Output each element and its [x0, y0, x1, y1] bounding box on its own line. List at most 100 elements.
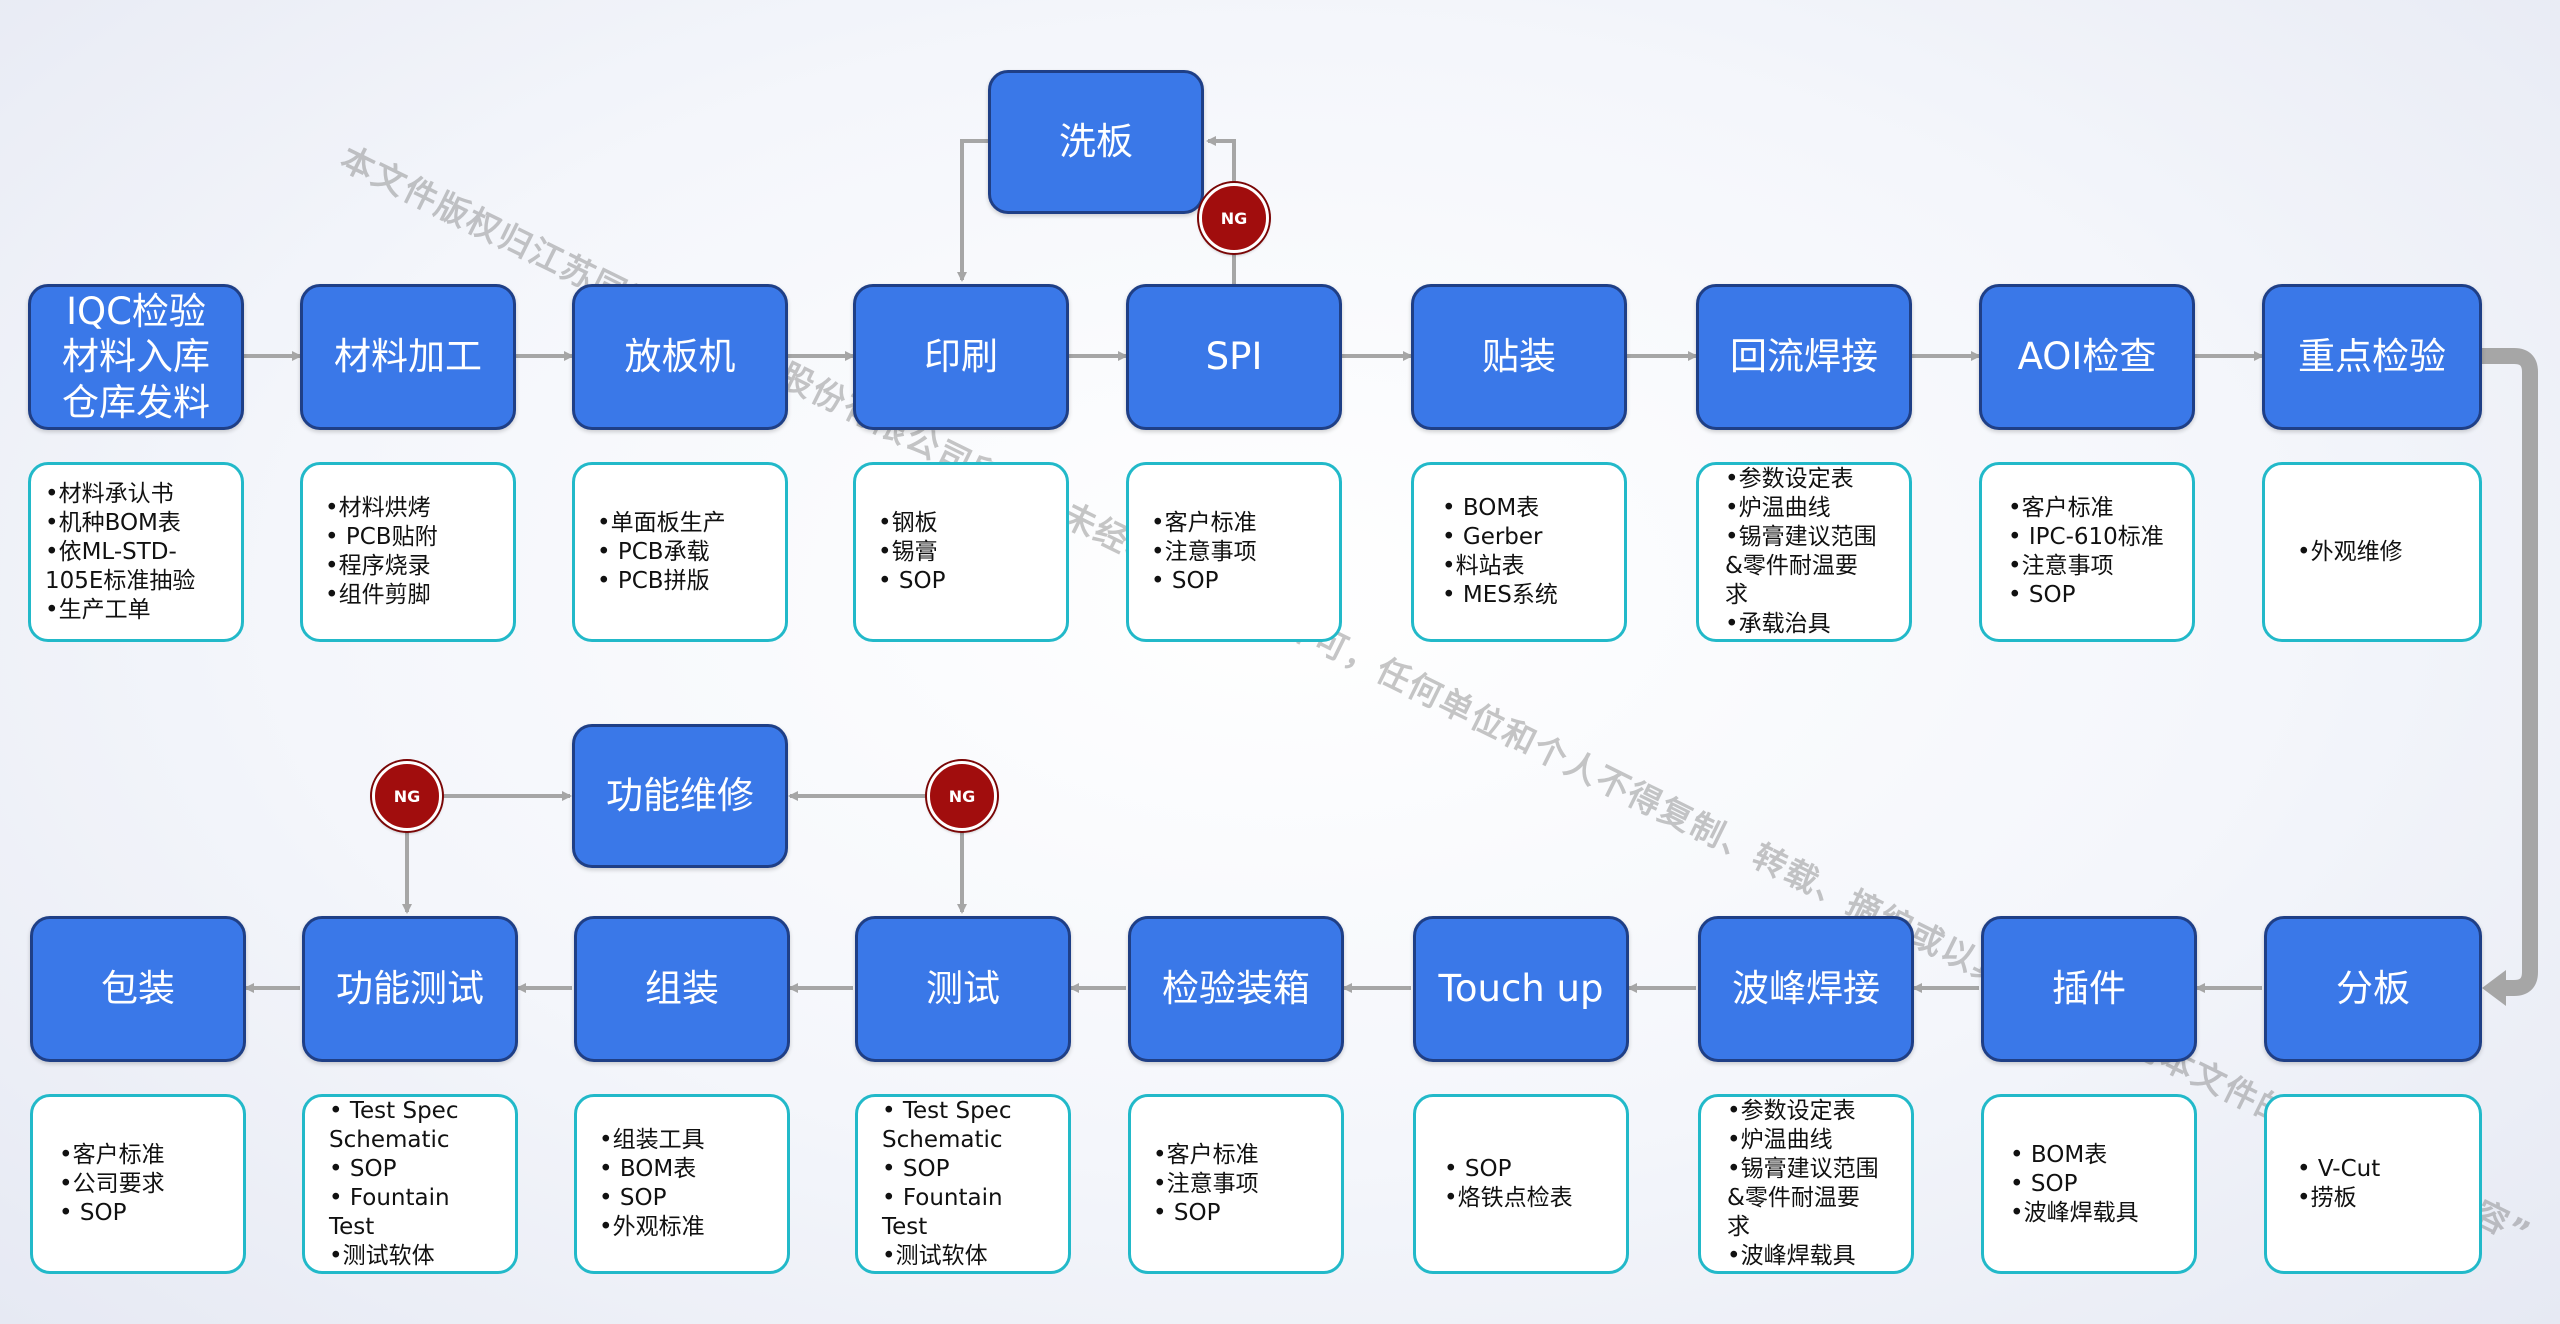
note-item: •波峰焊载具: [1727, 1243, 1856, 1269]
note-item: • SOP: [59, 1199, 127, 1226]
note-item: •锡膏建议范围 &零件耐温要 求: [1725, 524, 1877, 608]
note-item: •烙铁点检表: [1444, 1185, 1573, 1211]
note-item: •客户标准: [1153, 1141, 1259, 1168]
notes-iqc-inspection: •材料承认书 •机种BOM表 •依ML-STD- 105E标准抽验 •生产工单: [28, 462, 244, 642]
step-depaneling: 分板: [2264, 916, 2482, 1062]
step-key-inspection: 重点检验: [2262, 284, 2482, 430]
step-inspection-packing: 检验装箱: [1128, 916, 1344, 1062]
notes-printing: •钢板 •锡膏 • SOP: [853, 462, 1069, 642]
note-item: •程序烧录: [325, 553, 431, 579]
note-item: •测试软体: [882, 1243, 988, 1269]
note-item: • Test Spec Schematic: [329, 1098, 459, 1153]
note-item: •材料烘烤: [325, 495, 431, 521]
note-item: •组装工具: [599, 1127, 705, 1153]
note-item: • PCB拼版: [597, 567, 710, 594]
note-item: •组件剪脚: [325, 582, 431, 608]
note-item: •参数设定表: [1725, 466, 1854, 492]
note-item: •料站表: [1442, 553, 1525, 579]
step-assembly: 组装: [574, 916, 790, 1062]
note-item: •锡膏: [878, 538, 938, 565]
step-aoi-inspection: AOI检查: [1979, 284, 2195, 430]
notes-depaneling: • V-Cut •捞板: [2264, 1094, 2482, 1274]
notes-touch-up: • SOP •烙铁点检表: [1413, 1094, 1629, 1274]
step-packing: 包装: [30, 916, 246, 1062]
note-item: •外观标准: [599, 1214, 705, 1240]
step-placement: 贴装: [1411, 284, 1627, 430]
note-item: •材料承认书: [45, 480, 174, 507]
note-item: •客户标准: [1151, 509, 1257, 536]
ng-marker-spi: NG: [1199, 183, 1269, 253]
note-item: • SOP: [2008, 582, 2076, 608]
notes-spi: •客户标准 •注意事项 • SOP: [1126, 462, 1342, 642]
function-repair-step: 功能维修: [572, 724, 788, 868]
note-item: •公司要求: [59, 1170, 165, 1197]
note-item: •机种BOM表: [45, 509, 181, 536]
note-item: • SOP: [1153, 1199, 1221, 1226]
note-item: • IPC-610标准: [2008, 524, 2164, 550]
note-item: •客户标准: [59, 1141, 165, 1168]
step-printing: 印刷: [853, 284, 1069, 430]
ng-marker-function-test: NG: [372, 761, 442, 831]
note-item: • BOM表: [2010, 1141, 2108, 1168]
note-item: •捞板: [2297, 1185, 2357, 1211]
notes-testing: • Test Spec Schematic • SOP • Fountain T…: [855, 1094, 1071, 1274]
note-item: • SOP: [1151, 567, 1219, 594]
notes-placement: • BOM表 • Gerber •料站表 • MES系统: [1411, 462, 1627, 642]
note-item: •炉温曲线: [1727, 1127, 1833, 1153]
note-item: • SOP: [599, 1185, 667, 1211]
note-item: •承载治具: [1725, 611, 1831, 637]
step-board-loader: 放板机: [572, 284, 788, 430]
note-item: • Fountain Test: [882, 1185, 1003, 1240]
note-item: •注意事项: [1151, 538, 1257, 565]
note-item: • V-Cut: [2297, 1156, 2381, 1182]
note-item: •依ML-STD- 105E标准抽验: [45, 538, 196, 594]
step-touch-up: Touch up: [1413, 916, 1629, 1062]
step-function-test: 功能测试: [302, 916, 518, 1062]
notes-packing: •客户标准 •公司要求 • SOP: [30, 1094, 246, 1274]
notes-material-processing: •材料烘烤 • PCB贴附 •程序烧录 •组件剪脚: [300, 462, 516, 642]
note-item: •注意事项: [2008, 553, 2114, 579]
notes-wave-soldering: •参数设定表 •炉温曲线 •锡膏建议范围 &零件耐温要 求 •波峰焊载具: [1698, 1094, 1914, 1274]
step-material-processing: 材料加工: [300, 284, 516, 430]
step-testing: 测试: [855, 916, 1071, 1062]
note-item: • SOP: [878, 567, 946, 594]
step-spi: SPI: [1126, 284, 1342, 430]
note-item: •锡膏建议范围 &零件耐温要 求: [1727, 1156, 1879, 1240]
note-item: •注意事项: [1153, 1170, 1259, 1197]
notes-inspection-packing: •客户标准 •注意事项 • SOP: [1128, 1094, 1344, 1274]
note-item: • PCB贴附: [325, 524, 438, 550]
note-item: • PCB承载: [597, 538, 710, 565]
note-item: • BOM表: [599, 1156, 697, 1182]
note-item: • Gerber: [1442, 524, 1543, 550]
step-iqc-inspection: IQC检验 材料入库 仓库发料: [28, 284, 244, 430]
note-item: • Fountain Test: [329, 1185, 450, 1240]
note-item: • SOP: [1444, 1156, 1512, 1182]
note-item: •单面板生产: [597, 509, 726, 536]
note-item: • BOM表: [1442, 495, 1540, 521]
note-item: •波峰焊载具: [2010, 1199, 2139, 1226]
note-item: • SOP: [2010, 1170, 2078, 1197]
note-item: •测试软体: [329, 1243, 435, 1269]
notes-reflow-soldering: •参数设定表 •炉温曲线 •锡膏建议范围 &零件耐温要 求 •承载治具: [1696, 462, 1912, 642]
note-item: • SOP: [329, 1156, 397, 1182]
note-item: •炉温曲线: [1725, 495, 1831, 521]
step-reflow-soldering: 回流焊接: [1696, 284, 1912, 430]
note-item: •生产工单: [45, 596, 151, 623]
note-item: • SOP: [882, 1156, 950, 1182]
notes-aoi-inspection: •客户标准 • IPC-610标准 •注意事项 • SOP: [1979, 462, 2195, 642]
note-item: •客户标准: [2008, 495, 2114, 521]
notes-assembly: •组装工具 • BOM表 • SOP •外观标准: [574, 1094, 790, 1274]
note-item: • Test Spec Schematic: [882, 1098, 1012, 1153]
notes-function-test: • Test Spec Schematic • SOP • Fountain T…: [302, 1094, 518, 1274]
step-wave-soldering: 波峰焊接: [1698, 916, 1914, 1062]
notes-board-loader: •单面板生产 • PCB承载 • PCB拼版: [572, 462, 788, 642]
notes-insertion: • BOM表 • SOP •波峰焊载具: [1981, 1094, 2197, 1274]
return-arrowhead: [2482, 970, 2506, 1006]
note-item: •外观维修: [2297, 538, 2403, 565]
arrow-key-inspection-to-depanel: [2482, 348, 2538, 996]
step-insertion: 插件: [1981, 916, 2197, 1062]
arrow-wash-to-printing: [957, 139, 988, 282]
note-item: •参数设定表: [1727, 1098, 1856, 1124]
